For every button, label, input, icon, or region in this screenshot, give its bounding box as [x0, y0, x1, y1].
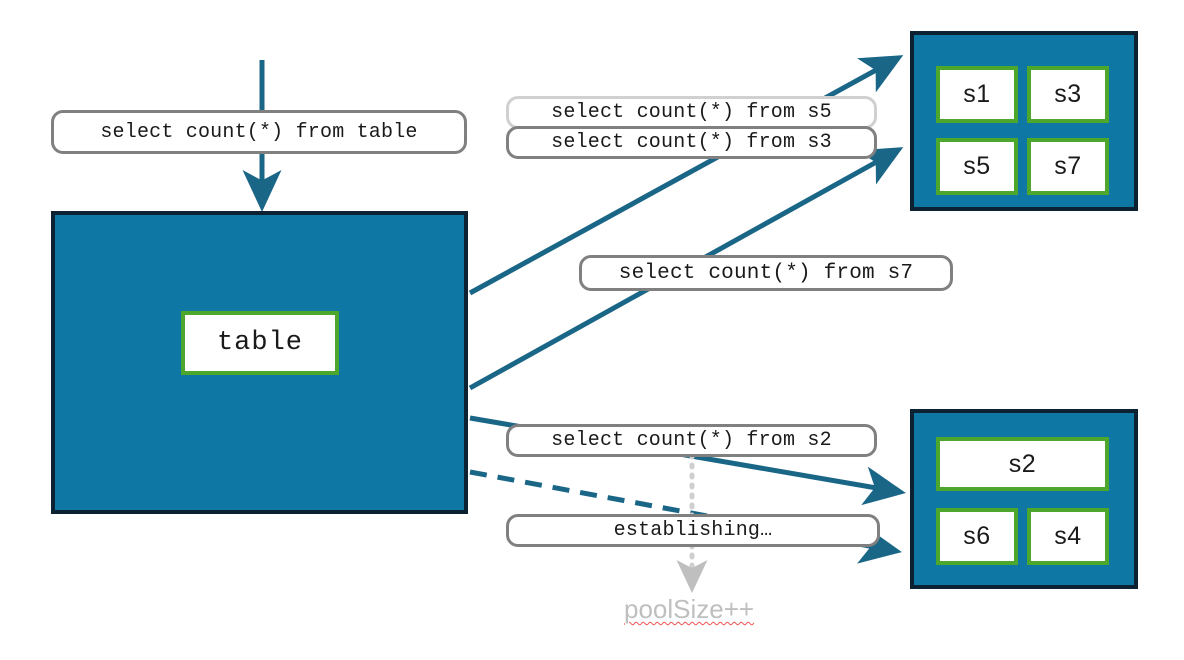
chip-incoming-query-text: select count(*) from table	[100, 120, 418, 144]
pool-top-node-s7: s7	[1027, 138, 1109, 195]
pool-size-increment-text: poolSize++	[624, 594, 754, 625]
chip-query-s5: select count(*) from s5	[506, 96, 877, 129]
pool-top-node-s5-label: s5	[963, 152, 991, 180]
chip-query-s2-text: select count(*) from s2	[551, 429, 832, 452]
pool-bottom-node-s4-label: s4	[1054, 522, 1082, 550]
chip-query-s3-text: select count(*) from s3	[551, 131, 832, 154]
pool-top-node-s1-label: s1	[963, 80, 991, 108]
chip-query-s2: select count(*) from s2	[506, 424, 877, 457]
pool-top-node-s1: s1	[936, 66, 1018, 123]
chip-incoming-query: select count(*) from table	[51, 110, 467, 154]
pool-top-node-s3: s3	[1027, 66, 1109, 123]
pool-size-increment-label: poolSize++	[624, 594, 755, 624]
pool-bottom-node-s6-label: s6	[963, 522, 991, 550]
pool-bottom-node-s2: s2	[936, 437, 1109, 491]
table-node: table	[181, 311, 339, 375]
chip-query-s7-text: select count(*) from s7	[618, 261, 914, 285]
pool-bottom-node-s6: s6	[936, 508, 1018, 565]
table-node-label: table	[216, 328, 303, 358]
pool-top-node-s7-label: s7	[1054, 152, 1082, 180]
chip-establishing: establishing…	[506, 514, 880, 547]
pool-top-node-s3-label: s3	[1054, 80, 1082, 108]
pool-bottom-node-s2-label: s2	[1008, 449, 1037, 478]
pool-top-node-s5: s5	[936, 138, 1018, 195]
chip-query-s7: select count(*) from s7	[579, 255, 953, 291]
chip-query-s3: select count(*) from s3	[506, 126, 877, 159]
chip-query-s5-text: select count(*) from s5	[551, 101, 832, 124]
chip-establishing-text: establishing…	[613, 519, 773, 542]
pool-bottom-node-s4: s4	[1027, 508, 1109, 565]
